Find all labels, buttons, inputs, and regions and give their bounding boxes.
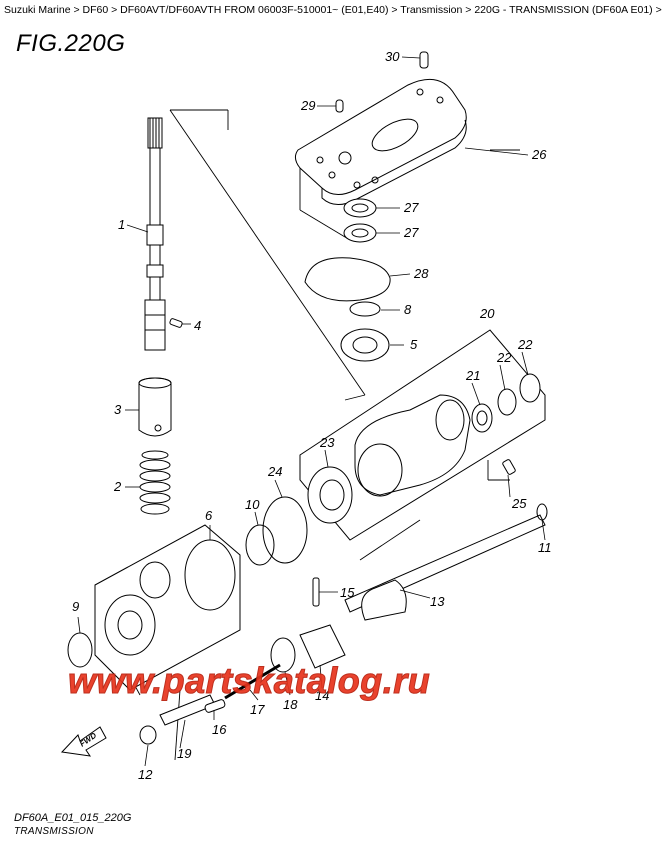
- pin-part-16[interactable]: [204, 699, 226, 713]
- breadcrumb-item-current[interactable]: 220G - TRANSMISSION (DF60A E01): [474, 4, 653, 16]
- washer-part-22-right[interactable]: [519, 373, 541, 403]
- callout-labels: 1 2 3 4 5 6 8 9 10 11 12 13 14 15 16 17 …: [72, 49, 552, 782]
- gasket-part-28[interactable]: [304, 257, 391, 302]
- gear-set-part-6[interactable]: [94, 524, 241, 691]
- ring-part-10[interactable]: [245, 524, 275, 566]
- sleeve-part-3[interactable]: [138, 377, 172, 437]
- callout-25[interactable]: 25: [511, 496, 527, 511]
- pin-part-4[interactable]: [169, 318, 183, 328]
- needle-bearing-part-21[interactable]: [471, 403, 493, 433]
- breadcrumb-item-brand[interactable]: Suzuki Marine: [4, 4, 71, 16]
- callout-17[interactable]: 17: [250, 702, 265, 717]
- callout-2[interactable]: 2: [113, 479, 122, 494]
- breadcrumb-separator: >: [652, 4, 662, 16]
- callout-9[interactable]: 9: [72, 599, 79, 614]
- callout-11[interactable]: 11: [538, 540, 552, 555]
- gear-case-housing-part-20[interactable]: [299, 329, 546, 541]
- callout-12[interactable]: 12: [138, 767, 153, 782]
- breadcrumb: Suzuki Marine > DF60 > DF60AVT/DF60AVTH …: [4, 4, 662, 17]
- callout-5[interactable]: 5: [410, 337, 418, 352]
- callout-15[interactable]: 15: [340, 585, 355, 600]
- ball-part-12[interactable]: [139, 725, 157, 745]
- callout-10[interactable]: 10: [245, 497, 260, 512]
- drive-shaft-part-1[interactable]: [144, 117, 166, 351]
- callout-26[interactable]: 26: [531, 147, 547, 162]
- callout-13[interactable]: 13: [430, 594, 445, 609]
- breadcrumb-item-model[interactable]: DF60: [82, 4, 109, 16]
- callout-29[interactable]: 29: [300, 98, 315, 113]
- pin-part-29[interactable]: [335, 99, 344, 113]
- ring-part-18[interactable]: [270, 637, 296, 673]
- oil-seal-part-27-upper[interactable]: [343, 198, 377, 218]
- o-ring-part-8[interactable]: [349, 301, 381, 317]
- washer-part-22-left[interactable]: [497, 388, 517, 416]
- callout-28[interactable]: 28: [413, 266, 429, 281]
- breadcrumb-separator: >: [462, 4, 475, 16]
- callout-6[interactable]: 6: [205, 508, 213, 523]
- callout-1[interactable]: 1: [118, 217, 125, 232]
- circlip-part-11[interactable]: [536, 503, 548, 521]
- callout-21[interactable]: 21: [465, 368, 480, 383]
- o-ring-part-24[interactable]: [262, 496, 308, 564]
- plate-part-26[interactable]: [294, 78, 467, 205]
- bearing-part-5[interactable]: [340, 328, 390, 362]
- callout-27-lower[interactable]: 27: [403, 225, 419, 240]
- callout-20[interactable]: 20: [479, 306, 495, 321]
- callout-3[interactable]: 3: [114, 402, 122, 417]
- clutch-dog-part-14[interactable]: [299, 624, 346, 669]
- oil-seal-part-27-lower[interactable]: [343, 223, 377, 243]
- figure-code: DF60A_E01_015_220G: [14, 812, 132, 824]
- callout-8[interactable]: 8: [404, 302, 412, 317]
- breadcrumb-separator: >: [108, 4, 121, 16]
- callout-22-right[interactable]: 22: [517, 337, 533, 352]
- callout-22-left[interactable]: 22: [496, 350, 512, 365]
- callout-23[interactable]: 23: [319, 435, 335, 450]
- callout-14[interactable]: 14: [315, 688, 329, 703]
- pin-part-15[interactable]: [312, 577, 320, 607]
- callout-18[interactable]: 18: [283, 697, 298, 712]
- propeller-shaft-part-13[interactable]: [344, 514, 546, 621]
- bearing-part-23[interactable]: [307, 466, 353, 524]
- callout-30[interactable]: 30: [385, 49, 400, 64]
- bolt-part-25[interactable]: [502, 459, 516, 475]
- fwd-arrow-icon: FWD: [60, 726, 107, 757]
- callout-19[interactable]: 19: [177, 746, 191, 761]
- callout-27-upper[interactable]: 27: [403, 200, 419, 215]
- figure-title: FIG.220G: [16, 30, 126, 57]
- callout-leaders: [77, 56, 546, 767]
- callout-24[interactable]: 24: [267, 464, 282, 479]
- breadcrumb-separator: >: [388, 4, 401, 16]
- callout-4[interactable]: 4: [194, 318, 201, 333]
- bellows-part-2[interactable]: [139, 450, 171, 515]
- breadcrumb-item-variant[interactable]: DF60AVT/DF60AVTH FROM 06003F-510001~ (E0…: [120, 4, 389, 16]
- breadcrumb-item-group[interactable]: Transmission: [400, 4, 463, 16]
- pin-part-30[interactable]: [419, 51, 429, 69]
- breadcrumb-separator: >: [70, 4, 83, 16]
- exploded-parts-diagram: FWD 1 2 3 4: [60, 49, 552, 782]
- callout-16[interactable]: 16: [212, 722, 227, 737]
- spring-part-17[interactable]: [224, 663, 281, 700]
- watermark-text: www.partskatalog.ru: [67, 660, 431, 702]
- figure-name: TRANSMISSION: [14, 826, 94, 837]
